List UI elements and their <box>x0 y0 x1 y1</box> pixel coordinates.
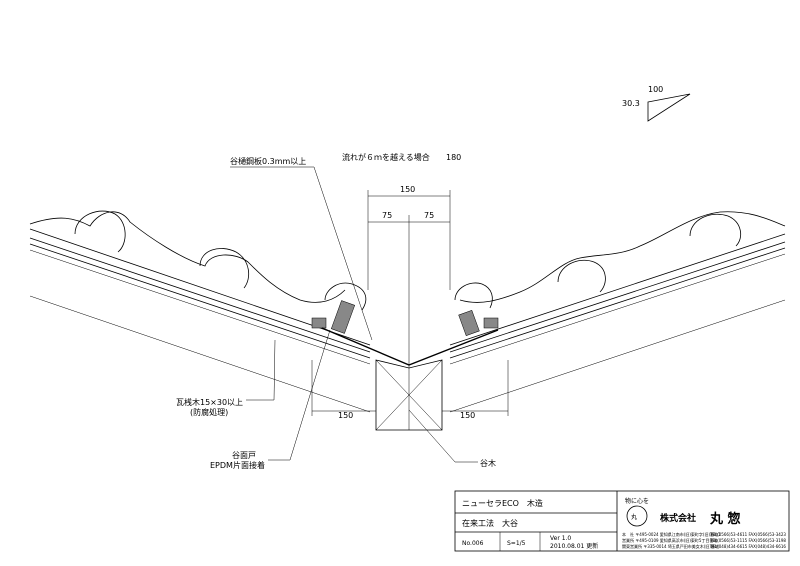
right-sheathing-low <box>449 247 786 359</box>
slope-indicator: 100 30.3 <box>622 85 691 122</box>
roof-right <box>449 211 786 413</box>
right-tile-roll-1 <box>454 282 493 309</box>
drawing-title: ニューセラECO 木造 <box>462 498 543 508</box>
right-valley-seal <box>458 309 480 337</box>
left-batten-block <box>311 317 327 329</box>
right-sheathing-under <box>449 253 786 365</box>
dim-bottom-left: 150 <box>338 411 353 420</box>
flow-condition-note: 流れが６ｍを越える場合 <box>342 152 430 162</box>
title-block-border <box>454 490 790 552</box>
left-sheathing-mid <box>29 237 371 353</box>
right-tile-roll-3 <box>689 213 742 247</box>
dim-top-right: 75 <box>424 211 434 220</box>
left-sheathing-under <box>29 249 371 365</box>
company-logo-icon <box>626 505 648 527</box>
address-line-1: 本 社 〒495-0024 愛知県江南市(旧)東町字(旧)番地1 <box>622 531 721 537</box>
slope-run: 100 <box>648 85 663 94</box>
company-logo-glyph: 丸 <box>631 513 637 521</box>
left-tile-roll-1 <box>74 210 126 253</box>
left-valley-seal <box>330 300 356 334</box>
title-block: ニューセラECO 木造 在来工法 大谷 No.006 S=1/5 Ver 1.0… <box>454 490 790 552</box>
note-valley-seal-detail: EPDM片面接着 <box>210 460 265 470</box>
slope-triangle <box>647 93 691 122</box>
right-batten-block <box>483 317 499 329</box>
drawing-subtitle: 在来工法 大谷 <box>462 518 518 528</box>
slope-rise: 30.3 <box>622 99 640 108</box>
note-valley-seal: 谷面戸 <box>232 451 256 460</box>
valley-steel-sheet <box>321 327 499 366</box>
left-tile-profile <box>29 211 346 303</box>
left-tile-roll-2 <box>199 248 250 289</box>
flow-condition-value: 180 <box>446 153 461 162</box>
right-tile-roll-2 <box>557 259 606 293</box>
right-sheathing-top <box>449 233 786 346</box>
right-rafter-bottom <box>449 299 786 413</box>
right-sheathing-mid <box>449 241 786 353</box>
roof-left <box>29 210 371 413</box>
tel-line-2: TEL(0566)53-1115 FAX(0566)53-3198 <box>709 538 786 543</box>
drawing-version: Ver 1.0 <box>550 535 571 542</box>
leader-batten <box>273 339 276 401</box>
note-valley-sheet: 谷樋鋼板0.3mm以上 <box>230 156 306 166</box>
dim-bottom-right: 150 <box>460 411 475 420</box>
callouts: 谷樋鋼板0.3mm以上 瓦桟木15×30以上 (防腐処理) 谷面戸 EPDM片面… <box>176 156 496 470</box>
dim-top-total: 150 <box>400 185 415 194</box>
company-prefix: 株式会社 <box>660 512 696 524</box>
left-sheathing-low <box>29 243 371 359</box>
left-rafter-bottom <box>29 295 371 413</box>
right-tile-profile <box>459 211 786 303</box>
valley-board <box>375 359 443 431</box>
left-tile-roll-3 <box>324 282 367 311</box>
note-batten: 瓦桟木15×30以上 <box>176 397 243 407</box>
leader-valley-sheet <box>313 166 373 341</box>
valley-board-outline <box>375 359 443 431</box>
note-batten-detail: (防腐処理) <box>190 407 228 417</box>
address-line-2: 営業所 〒495-0109 愛知県高浜市(旧)東町5丁目番地 <box>622 537 717 543</box>
company-name: 丸 惣 <box>709 511 741 527</box>
tel-line-1: TEL(0566)53-4611 FAX(0566)53-3423 <box>709 532 786 537</box>
tel-line-3: TEL(048)434-6615 FAX(048)434-6616 <box>709 544 786 549</box>
drawing-scale: S=1/5 <box>507 540 526 547</box>
address-line-3: 関東営業所 〒335-0014 埼玉県戸田市美女木(旧)番地 <box>622 543 719 549</box>
dim-top-left: 75 <box>382 211 392 220</box>
drawing-date: 2010.08.01 更新 <box>550 542 598 550</box>
leader-valley-board <box>408 409 456 463</box>
company-slogan: 物に心を <box>625 497 649 505</box>
top-dimension: 150 75 75 <box>367 185 451 430</box>
note-valley-board: 谷木 <box>480 458 496 468</box>
leader-seal <box>289 329 331 461</box>
valley-board-cross-2 <box>375 359 443 431</box>
drawing-number: No.006 <box>462 540 484 547</box>
